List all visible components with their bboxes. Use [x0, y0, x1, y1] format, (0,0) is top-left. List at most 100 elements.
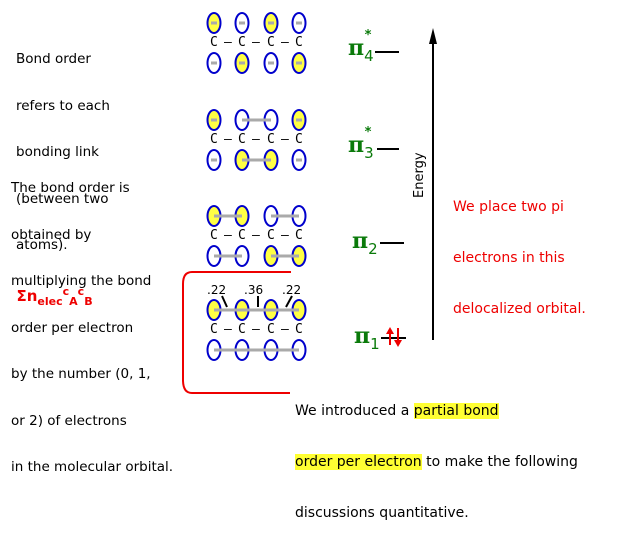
note-line-3: discussions quantitative.: [295, 505, 578, 522]
sigma-bond-dash: –: [281, 228, 289, 243]
carbon-atom: C: [210, 132, 218, 147]
level-index: 4: [364, 47, 374, 65]
carbon-atom: C: [267, 132, 275, 147]
partial-bond-order-1: .22: [207, 283, 227, 297]
nucleus-marker: [296, 158, 302, 162]
highlighted-term: partial bond: [413, 403, 499, 419]
bond-order-definition: Bond order refers to each bonding link (…: [16, 21, 110, 269]
note-text: to make the following: [421, 454, 578, 470]
carbon-atom: C: [210, 322, 218, 337]
orbital-set-π2: [206, 205, 307, 267]
antibonding-star: *: [364, 124, 372, 140]
bond-order-calculation: The bond order is obtained by multiplyin…: [11, 150, 173, 491]
carbon-atom: C: [295, 228, 303, 243]
nucleus-marker: [211, 61, 217, 65]
sigma-bond-dash: –: [281, 35, 289, 50]
definition-line: refers to each: [16, 97, 110, 114]
electron-placement-note: We place two pi electrons in this deloca…: [453, 165, 586, 335]
level-index: 2: [368, 240, 378, 258]
level-index: 3: [364, 144, 374, 162]
pi-symbol: π: [354, 323, 371, 349]
nucleus-marker: [211, 158, 217, 162]
carbon-atom: C: [238, 132, 246, 147]
calculation-line: by the number (0, 1,: [11, 366, 151, 382]
sigma-bond-dash: –: [252, 132, 260, 147]
orbital-set-π4*: [206, 12, 307, 74]
carbon-atom: C: [210, 35, 218, 50]
nucleus-marker: [296, 21, 302, 25]
antibonding-star: *: [364, 27, 372, 43]
sigma-bond-dash: –: [281, 132, 289, 147]
level-label-pi2: π2: [352, 228, 378, 258]
sigma-symbol: Σ: [16, 286, 27, 305]
energy-axis-arrowhead: [429, 28, 437, 44]
note-text: We introduced a: [295, 403, 414, 419]
nucleus-marker: [268, 61, 274, 65]
level-label-pi3: π3 *: [348, 125, 380, 162]
definition-line: (between two: [16, 190, 109, 207]
calculation-line: order per electron: [11, 319, 134, 336]
definition-line: bonding link: [16, 144, 99, 160]
electron-down-arrow: [394, 328, 402, 347]
calculation-line: obtained by: [11, 226, 92, 243]
partial-bond-order-3: .22: [282, 283, 302, 297]
pi-symbol: π: [348, 132, 365, 158]
note-line-2: order per electron to make the following: [295, 454, 578, 471]
orbital-set-π3*: [206, 109, 307, 171]
carbon-atom: C: [295, 322, 303, 337]
sigma-bond-dash: –: [224, 132, 232, 147]
formula-c1: c: [62, 284, 70, 298]
nucleus-marker: [239, 21, 245, 25]
calculation-line: or 2) of electrons: [11, 412, 127, 429]
carbon-atom: C: [238, 322, 246, 337]
pointer-bond-3: [285, 295, 293, 308]
nucleus-marker: [296, 61, 302, 65]
calculation-line: in the molecular orbital.: [11, 459, 174, 475]
formula-c2: c: [77, 284, 85, 298]
level-label-pi1: π1: [354, 323, 380, 353]
sigma-bond-dash: –: [224, 322, 232, 337]
note-line-1: We introduced a partial bond: [295, 403, 578, 420]
bond-order-formula: ΣneleccAcB: [6, 268, 93, 309]
nucleus-marker: [268, 21, 274, 25]
level-index: 1: [370, 335, 380, 353]
definition-line: atoms).: [16, 237, 68, 253]
sigma-bond-dash: –: [224, 228, 232, 243]
calculation-line: The bond order is: [11, 180, 130, 196]
note-line: We place two pi: [453, 199, 564, 215]
pi-symbol: π: [348, 35, 365, 61]
bracket: [182, 271, 291, 394]
sigma-bond-dash: –: [252, 35, 260, 50]
nucleus-marker: [211, 21, 217, 25]
level-label-pi4: π4 *: [348, 28, 380, 65]
partial-bond-order-note: We introduced a partial bond order per e…: [295, 369, 578, 539]
partial-bond-order-2: .36: [244, 283, 264, 297]
note-line: delocalized orbital.: [453, 301, 586, 317]
sigma-bond-dash: –: [224, 35, 232, 50]
note-text: discussions quantitative.: [295, 505, 469, 521]
definition-line: Bond order: [16, 51, 91, 67]
carbon-atom: C: [295, 132, 303, 147]
carbon-atom: C: [238, 35, 246, 50]
carbon-atom: C: [210, 228, 218, 243]
formula-c2-subscript: B: [84, 294, 93, 308]
carbon-atom: C: [267, 322, 275, 337]
pi-symbol: π: [352, 228, 369, 254]
calculation-line: multiplying the bond: [11, 273, 152, 289]
carbon-atom: C: [295, 35, 303, 50]
formula-n: n: [26, 286, 38, 305]
sigma-bond-dash: –: [252, 228, 260, 243]
nucleus-marker: [239, 61, 245, 65]
formula-n-subscript: elec: [37, 294, 63, 308]
orbital-diagram: Energy: [182, 12, 437, 394]
carbon-atom: C: [267, 228, 275, 243]
electron-up-arrow: [386, 327, 394, 345]
energy-axis-label: Energy: [412, 152, 427, 198]
highlighted-term: order per electron: [295, 454, 422, 470]
formula-c1-subscript: A: [69, 294, 78, 308]
nucleus-marker: [211, 118, 217, 122]
carbon-atom: C: [267, 35, 275, 50]
carbon-atom: C: [238, 228, 246, 243]
sigma-bond-dash: –: [252, 322, 260, 337]
pointer-bond-1: [221, 295, 228, 308]
